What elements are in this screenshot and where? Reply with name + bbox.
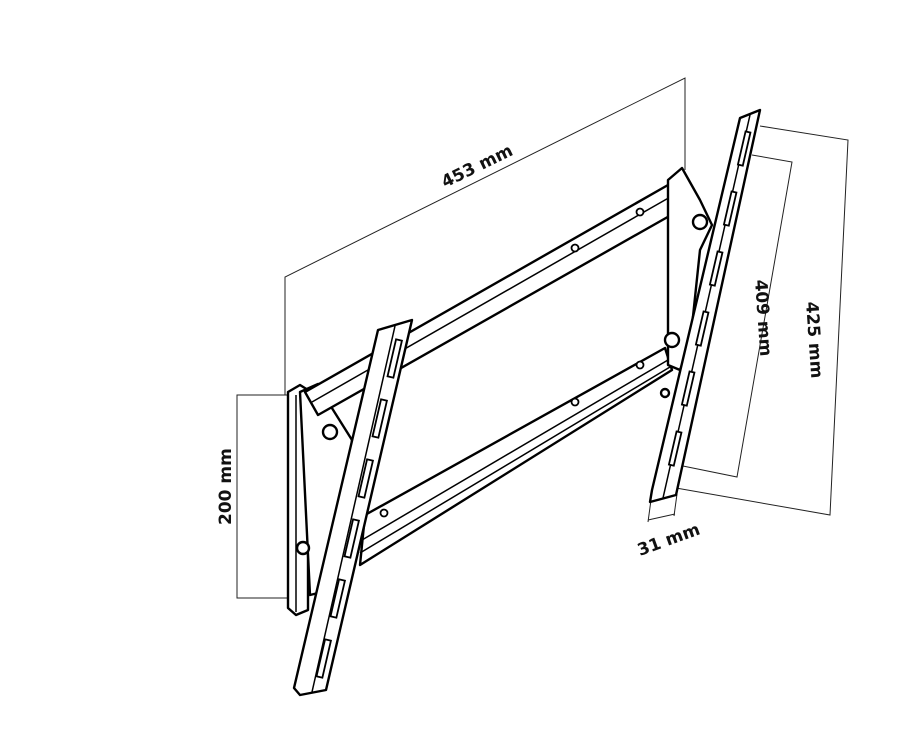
dimension-31: 31 mm xyxy=(635,493,703,561)
knob-icon xyxy=(659,387,671,399)
dimension-label-453: 453 mm xyxy=(438,141,516,193)
right-tilt-arm xyxy=(648,108,762,504)
knob-icon xyxy=(691,213,709,231)
bottom-rail xyxy=(358,346,674,567)
dimension-label-200: 200 mm xyxy=(216,448,236,525)
dimension-label-31: 31 mm xyxy=(635,520,703,561)
dimension-label-425: 425 mm xyxy=(801,301,826,379)
dimension-label-409: 409 mm xyxy=(750,279,775,357)
dimension-200: 200 mm xyxy=(216,394,292,599)
knob-icon xyxy=(663,331,681,349)
knob-icon xyxy=(295,540,311,556)
knob-icon xyxy=(321,423,339,441)
right-wall-plate xyxy=(659,166,714,399)
left-tilt-arm xyxy=(292,318,414,697)
